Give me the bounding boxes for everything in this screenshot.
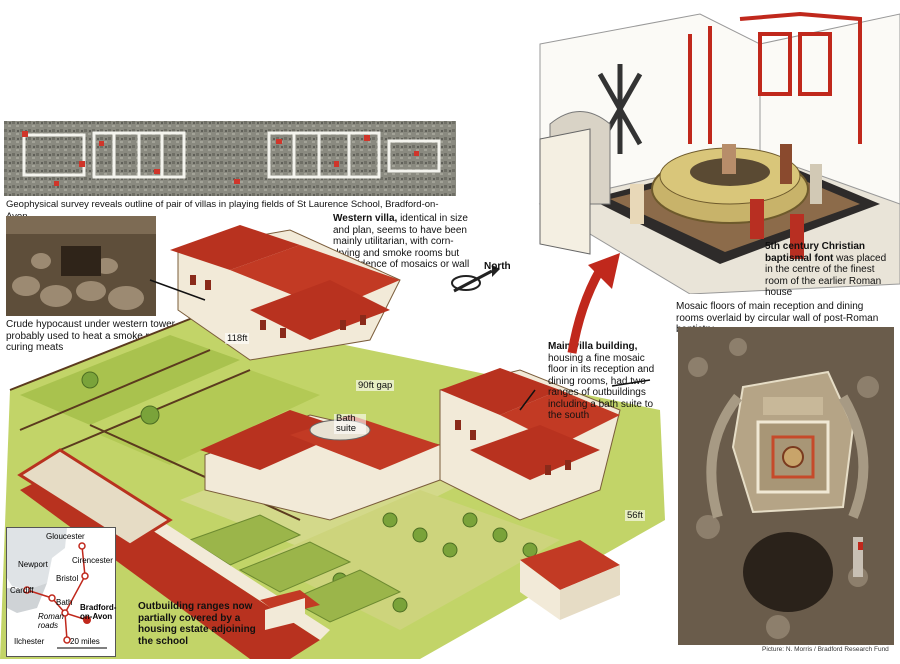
villa-illustration — [0, 220, 665, 659]
map-label-cardiff: Cardiff — [10, 586, 34, 595]
geophysical-survey-image — [4, 121, 456, 196]
bath-suite-label: Bath suite — [334, 414, 366, 434]
map-label-cirencester: Cirencester — [72, 556, 113, 565]
font-title: 5th century Christian baptismal font — [765, 241, 866, 264]
dimension-56ft: 56ft — [625, 510, 645, 521]
map-label-ilchester: Ilchester — [14, 637, 45, 646]
north-arrow — [448, 255, 518, 295]
hypocaust-caption: Crude hypocaust under western tower prob… — [6, 319, 183, 353]
baptistry-illustration — [460, 4, 900, 294]
photo-credit: Picture: N. Morris / Bradford Research F… — [762, 646, 889, 653]
western-villa-title: Western villa, — [333, 213, 398, 224]
hypocaust-photo — [6, 216, 156, 316]
dimension-118ft: 118ft — [225, 333, 250, 344]
font-caption: 5th century Christian baptismal font was… — [765, 241, 895, 299]
map-label-gloucester: Gloucester — [46, 532, 85, 541]
map-roman-roads: Roman roads — [38, 612, 64, 630]
main-villa-text: housing a fine mosaic floor in its recep… — [548, 352, 655, 422]
mosaic-photo — [678, 327, 894, 645]
outbuilding-caption: Outbuilding ranges now partially covered… — [138, 601, 256, 647]
north-label: North — [484, 261, 511, 272]
map-label-bradford: Bradford-on-Avon — [80, 603, 117, 621]
map-scale: 20 miles — [70, 637, 100, 646]
font-text: was placed in the centre of the finest r… — [765, 252, 887, 299]
location-map — [6, 527, 116, 657]
main-villa-title: Main villa building, — [548, 341, 638, 352]
main-villa-caption: Main villa building, housing a fine mosa… — [548, 341, 666, 422]
pointer-arrow — [560, 245, 630, 355]
map-label-bath: Bath — [56, 598, 73, 607]
map-label-bristol: Bristol — [56, 574, 79, 583]
map-label-newport: Newport — [18, 560, 48, 569]
gap-label: 90ft gap — [356, 380, 395, 391]
